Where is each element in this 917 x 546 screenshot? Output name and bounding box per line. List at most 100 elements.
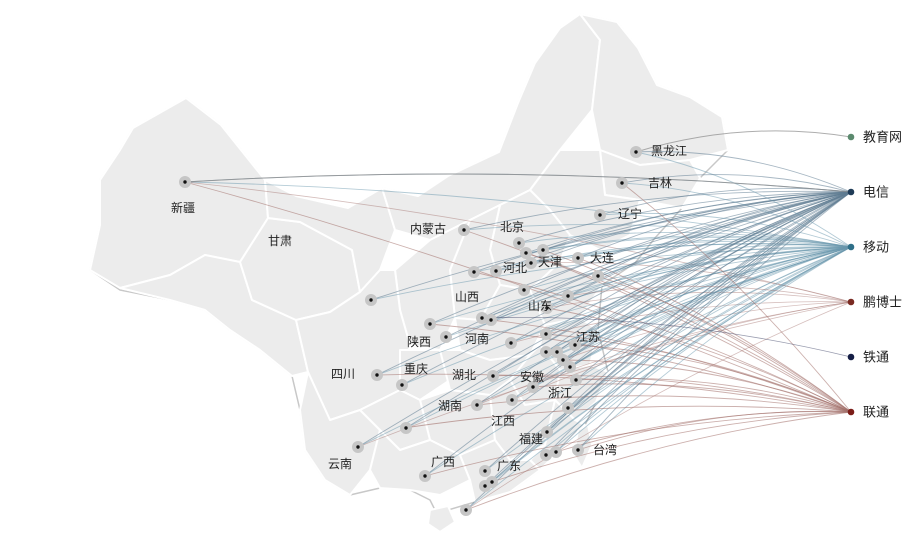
connection-line [484,191,852,487]
city-node [400,383,404,387]
city-node [509,341,513,345]
connection-line [424,411,852,477]
connection-line [562,359,852,413]
connection-line [429,323,852,413]
connection-line [567,285,852,303]
city-node [375,373,379,377]
city-node [598,213,602,217]
connection-line [621,182,852,248]
province-label: 安徽 [520,369,544,384]
connection-line [511,191,852,401]
connection-line [465,246,852,511]
connection-line [401,246,852,386]
connection-line [357,301,852,448]
city-node [620,181,624,185]
connection-line [490,246,852,321]
isp-dot [847,133,855,141]
connection-line [577,191,852,259]
connection-line [530,261,852,303]
connection-line [463,190,852,231]
province-label: 辽宁 [618,206,642,221]
province-label: 江苏 [576,330,600,344]
city-node [369,298,373,302]
connection-line [184,173,852,193]
connection-line [463,224,852,248]
connection-line [484,246,852,472]
city-node [566,406,570,410]
connection-line [370,246,852,301]
isp-dot [847,188,855,196]
connection-line [511,246,852,401]
province-label: 云南 [328,456,352,471]
province-label: 湖北 [452,367,476,382]
city-node [596,274,600,278]
city-node [568,365,572,369]
isp-label: 鹏博士 [863,296,902,311]
city-node [544,350,548,354]
city-node [544,453,548,457]
connection-line [465,411,852,511]
city-node [531,385,535,389]
connection-line [424,246,852,477]
connection-line [476,191,852,406]
city-node [428,322,432,326]
province-label: 湖南 [438,398,462,413]
city-node [545,430,549,434]
region-hainan [427,505,456,533]
connection-line [492,374,852,413]
city-node [183,180,187,184]
city-node [483,469,487,473]
connection-line [546,291,852,309]
isp-label: 铁通 [863,351,889,366]
province-label: 吉林 [648,176,672,190]
city-node [545,306,549,310]
connection-line [635,151,852,248]
connection-line [542,191,852,251]
connection-line [635,151,852,193]
connection-line [621,182,852,413]
connection-line [518,191,852,244]
region-heilongjiang [579,13,729,166]
province-label: 广西 [431,455,455,469]
city-node [423,474,427,478]
connection-line [370,191,852,301]
province-label: 大连 [590,250,614,265]
connection-line [424,191,852,477]
connection-line [577,238,852,259]
isp-dot [847,353,855,361]
connection-line [445,246,852,338]
city-nodes [179,146,642,516]
connection-line [555,191,852,453]
city-node [475,403,479,407]
isp-label: 移动 [863,241,889,256]
connection-line [546,246,852,433]
connection-line [567,246,852,297]
city-node [574,378,578,382]
city-node [544,332,548,336]
province-label: 浙江 [548,386,572,400]
isp-label: 教育网 [863,130,902,146]
city-node [541,248,545,252]
province-label: 内蒙古 [410,221,446,236]
connection-line [599,212,852,248]
city-node [554,450,558,454]
connection-lines [184,130,852,511]
connection-line [491,411,852,483]
city-node [522,288,526,292]
province-label: 甘肃 [268,234,292,248]
province-label: 四川 [331,367,355,381]
city-node [480,316,484,320]
connection-line [403,405,852,429]
isp-dot [847,408,855,416]
connection-line [597,244,852,277]
city-node [491,374,495,378]
connection-line [577,410,852,451]
connection-line [574,344,852,413]
province-label: 河北 [503,261,527,275]
connection-line [184,181,852,303]
city-node [404,426,408,430]
connection-line [484,246,852,487]
province-label: 江西 [491,414,515,428]
